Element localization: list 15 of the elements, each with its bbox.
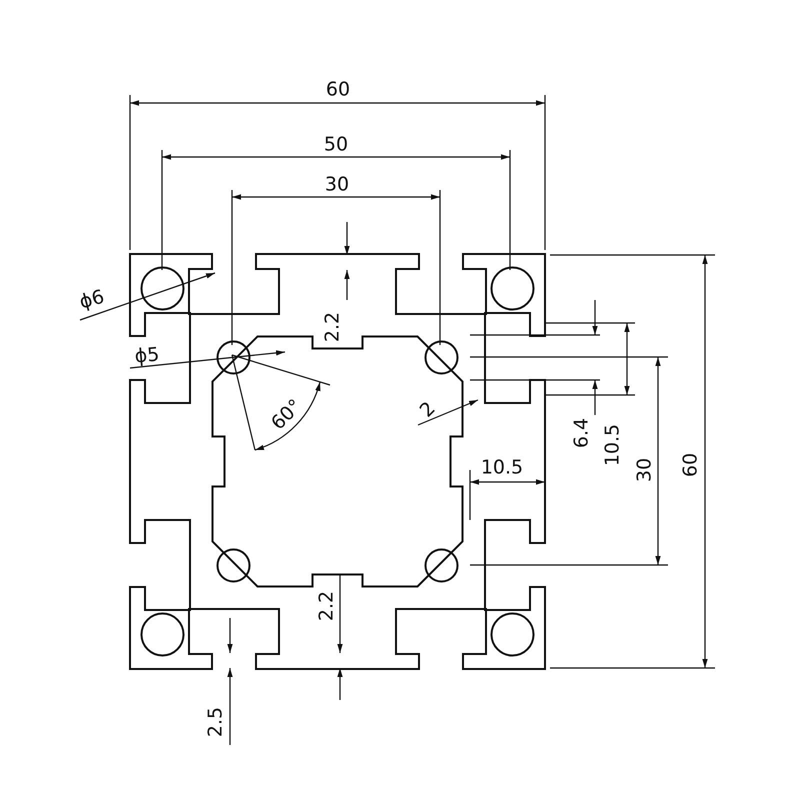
dimension-value: 2.2	[318, 590, 336, 622]
dimension-value: 10.5	[480, 458, 524, 478]
diameter-value: ϕ6	[78, 288, 106, 312]
dimension-value: 30	[324, 176, 350, 194]
dimension-value: 2.5	[206, 706, 226, 738]
dimension-value: 2.2	[324, 312, 342, 342]
diameter-value: ϕ5	[134, 345, 160, 367]
dimension-value: 60	[326, 80, 350, 100]
dimension-value: 60	[682, 452, 700, 478]
dimension-value: 10.5	[604, 424, 622, 466]
dimension-value: 2	[417, 399, 439, 421]
dimension-value: 6.4	[572, 418, 592, 448]
dimension-value: 50	[324, 136, 348, 154]
dimension-value: 30	[636, 458, 654, 482]
angle-value: 60°	[268, 396, 306, 434]
